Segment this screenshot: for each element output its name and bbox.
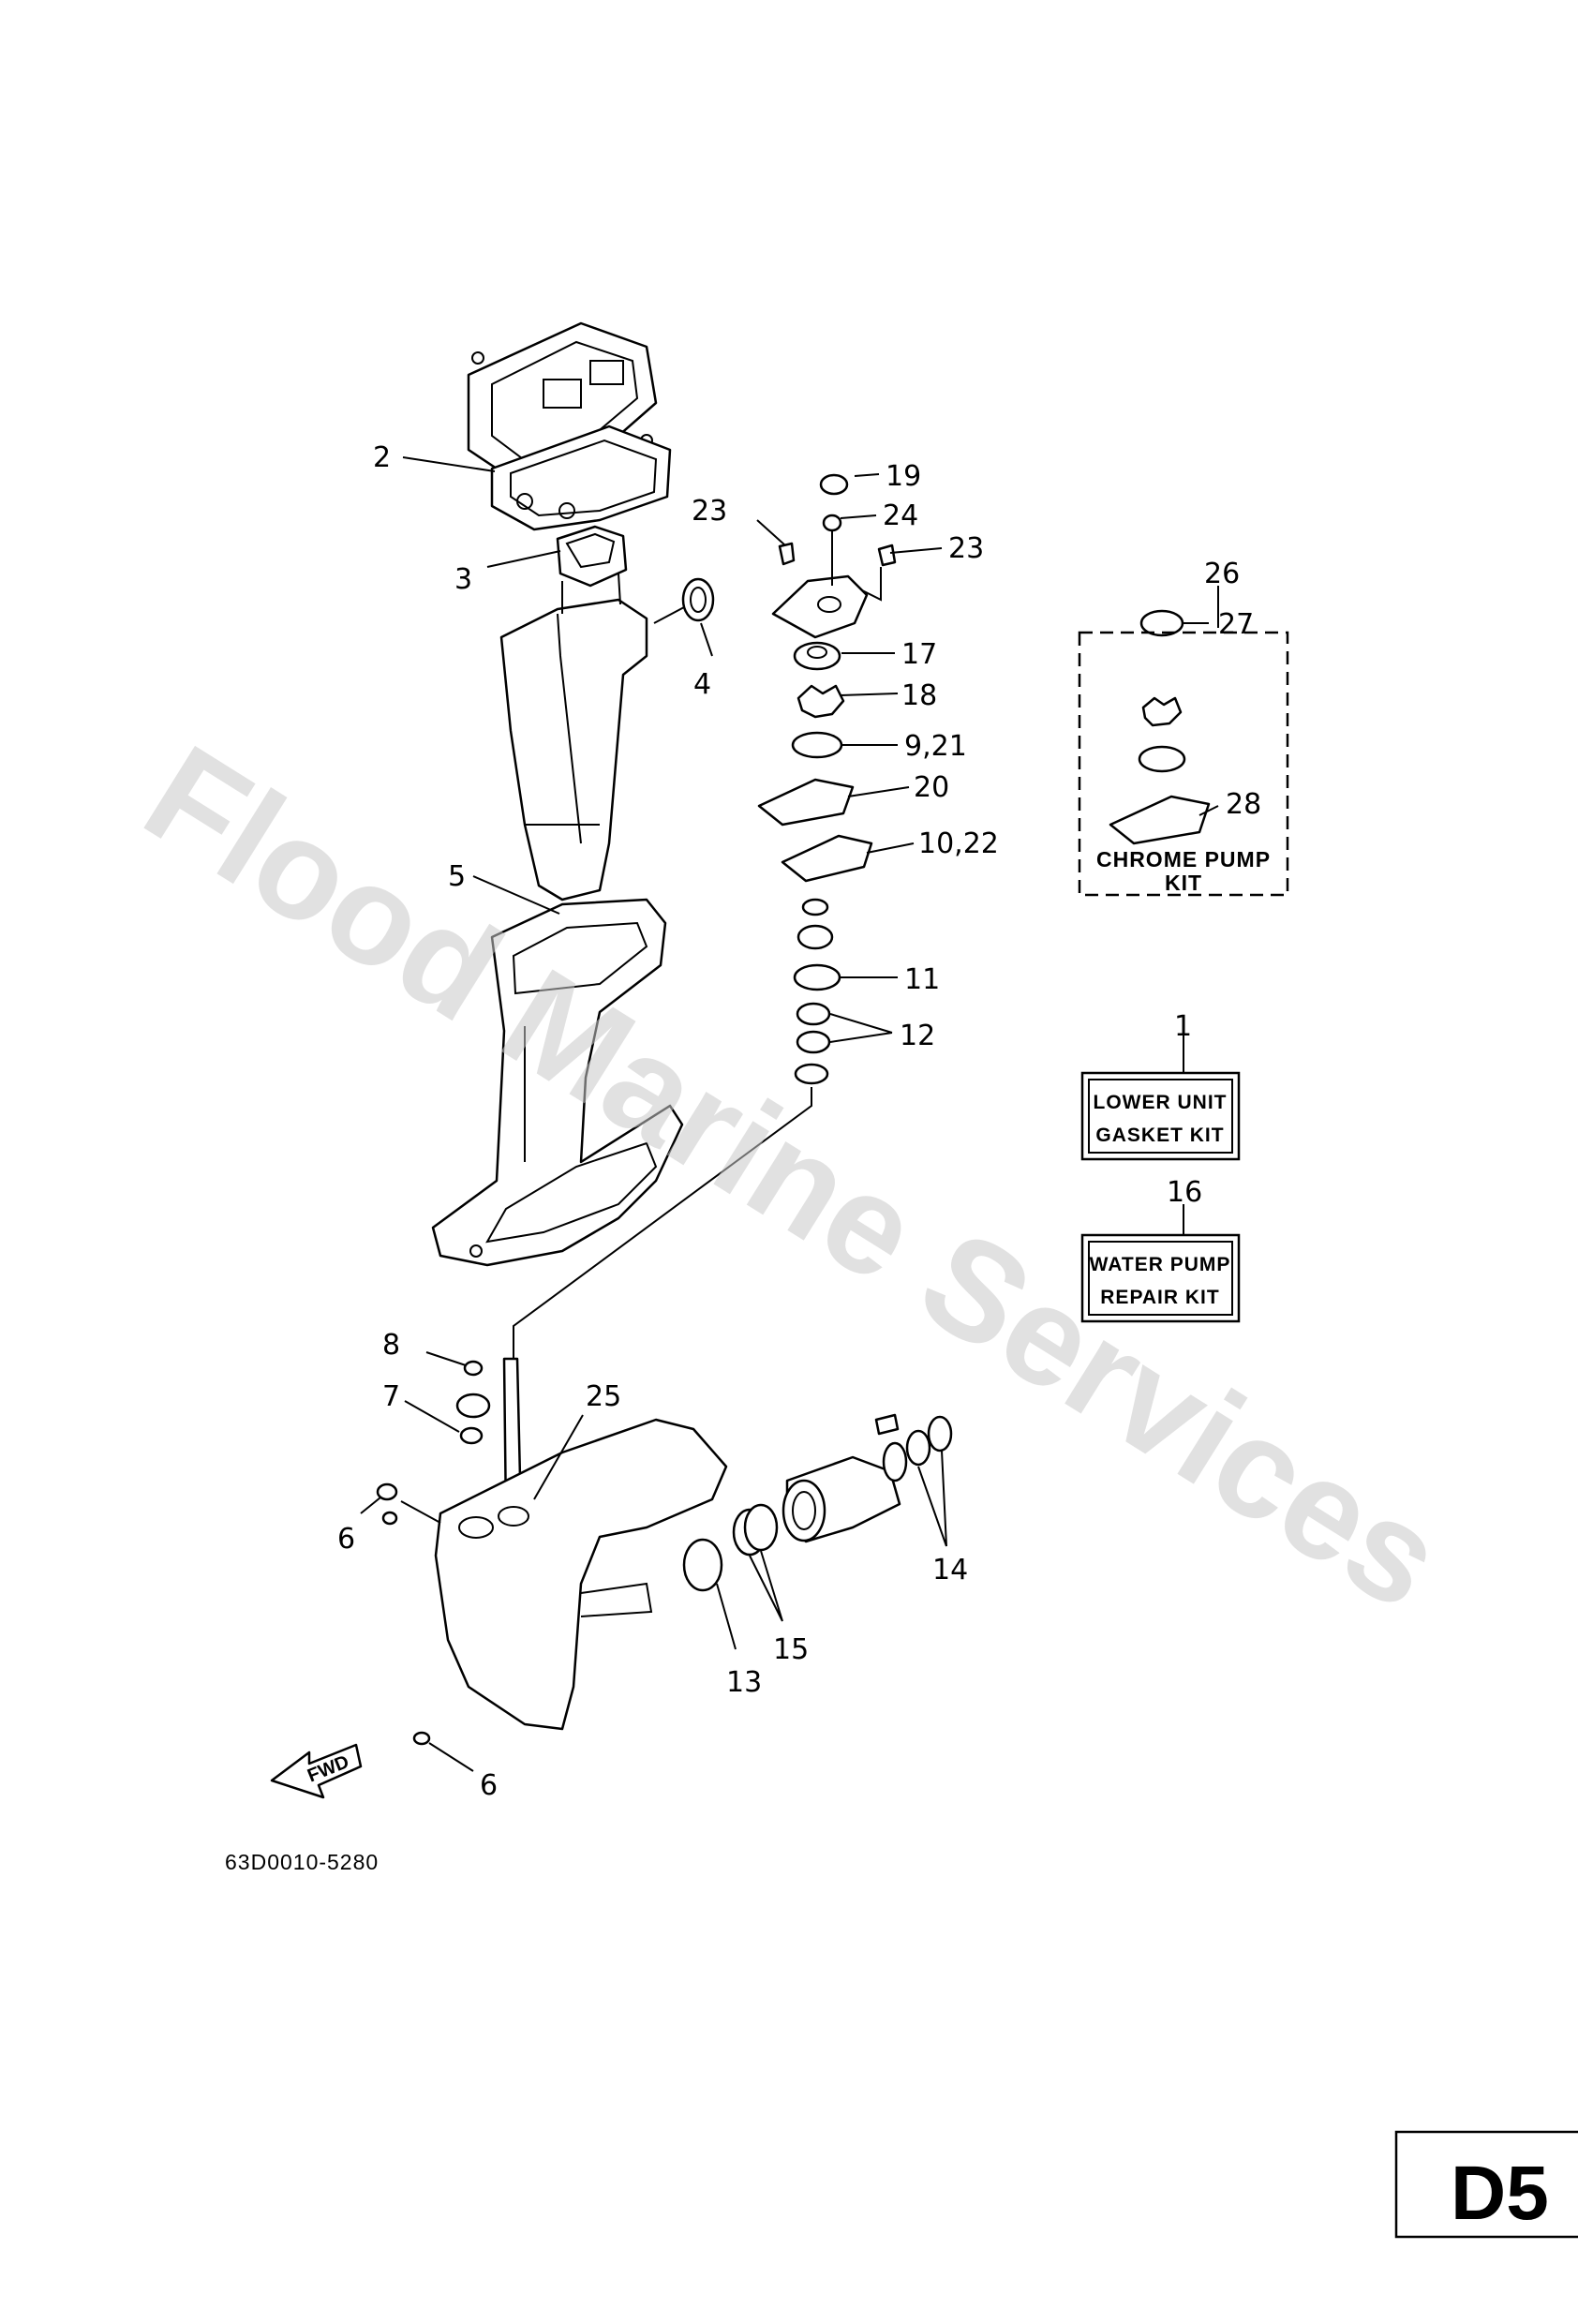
collar-24 [822,514,842,532]
water-pump-kit-line2: REPAIR KIT [1100,1287,1219,1308]
callout-24: 24 [883,499,918,532]
callout-18: 18 [901,679,937,712]
gear-case [434,1418,728,1731]
leader-lines [360,456,1219,1772]
lower-unit-gasket-kit-box [1080,1071,1241,1161]
chrome-pump-kit-line2: KIT [1165,871,1202,895]
bolt-23-right [877,544,897,567]
callout-15: 15 [773,1633,809,1666]
page-label-box [1394,2130,1578,2239]
callout-14: 14 [932,1554,968,1587]
drive-shaft-housing [431,898,684,1267]
callout-6-lower: 6 [480,1769,498,1802]
fwd-arrow-icon [270,1743,363,1799]
callout-20: 20 [914,771,949,804]
callout-23-right: 23 [948,532,984,565]
callout-4: 4 [693,668,711,701]
water-pump-kit-line1: WATER PUMP [1090,1254,1231,1275]
callout-9-21: 9,21 [904,730,967,763]
screw-6-lower [412,1731,431,1746]
insert-cartridge-17 [793,641,841,671]
lower-unit-kit-line1: LOWER UNIT [1094,1092,1228,1113]
nut-8 [463,1360,484,1377]
callout-27: 27 [1218,608,1254,641]
callout-8: 8 [382,1329,400,1362]
exhaust-pipe [499,573,648,901]
callout-16: 16 [1167,1176,1202,1209]
gasket-2 [490,425,672,531]
callout-28: 28 [1226,788,1261,821]
chrome-pump-kit-box [1078,631,1289,897]
chrome-pump-kit-parts [1109,609,1211,845]
callout-17: 17 [901,638,937,671]
impeller-18 [796,684,845,719]
callout-2: 2 [373,441,391,474]
callout-11: 11 [904,963,940,996]
chrome-pump-kit-line1: CHROME PUMP [1096,847,1271,872]
callout-3: 3 [454,563,472,596]
diagram-code: 63D0010-5280 [225,1850,379,1874]
propeller-housing [782,1413,901,1543]
callout-7: 7 [382,1380,400,1413]
water-pump-repair-kit-box [1080,1233,1241,1323]
exhaust-guide-3 [556,525,628,588]
bearings-14 [882,1415,953,1482]
o-ring-13 [682,1538,723,1592]
lower-unit-kit-line2: GASKET KIT [1095,1125,1224,1146]
page-label: D5 [1451,2151,1549,2236]
callout-5: 5 [448,860,466,893]
pump-housing [771,574,869,639]
callout-10-22: 10,22 [918,827,999,860]
callout-25: 25 [586,1380,621,1413]
callout-13: 13 [726,1666,762,1699]
o-ring-15 [732,1503,779,1557]
gasket-10-22 [781,834,873,883]
callout-12: 12 [900,1020,935,1052]
callout-19: 19 [886,460,921,493]
callout-1: 1 [1174,1010,1192,1043]
grommet-19 [819,473,849,496]
shaft-stack-parts [793,898,841,1085]
outer-plate-20 [757,778,855,827]
callout-23-left: 23 [692,495,727,528]
callout-26: 26 [1204,558,1240,590]
bolt-23-left [778,542,796,566]
screw-6-upper [376,1482,398,1526]
seal-7 [455,1393,491,1445]
callout-6-upper: 6 [337,1523,355,1556]
gasket-9-21 [791,731,843,759]
seal-4 [681,577,715,622]
